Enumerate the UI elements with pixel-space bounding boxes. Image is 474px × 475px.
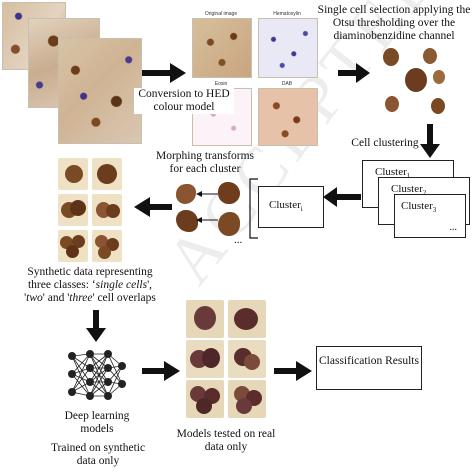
conversion-label: Conversion to HED colour model <box>134 88 234 114</box>
synthetic-label: Synthetic data representing three classe… <box>24 266 156 304</box>
arrow-to-results <box>274 361 312 381</box>
selected-cells <box>375 48 465 120</box>
hed-panel-label-dab: DAB <box>281 81 293 87</box>
arrow-to-test-images <box>142 361 180 381</box>
selected-cell <box>385 96 399 112</box>
cluster-name: Cluster <box>391 183 423 195</box>
selected-cell <box>423 48 437 64</box>
synthetic-label-prefix: Synthetic data representing three classe… <box>27 266 153 291</box>
real-image <box>228 300 266 338</box>
tissue-image-front <box>58 38 142 144</box>
class-three: three <box>69 292 93 304</box>
morphing-label: Morphing transforms for each cluster <box>155 150 255 175</box>
arrow-to-selection <box>338 63 370 83</box>
synthetic-image <box>92 194 122 226</box>
real-image <box>186 340 224 378</box>
hed-panel-hematoxylin <box>258 18 318 78</box>
trained-label: Trained on synthetic data only <box>50 442 146 467</box>
real-image <box>186 300 224 338</box>
selection-label: Single cell selection applying the Otsu … <box>317 4 471 42</box>
cluster-index: 2 <box>423 189 427 197</box>
real-image <box>186 380 224 418</box>
classification-results-label: Classification Results <box>319 355 419 367</box>
cluster-name: Cluster <box>269 199 301 211</box>
cluster-name: Cluster <box>375 166 407 178</box>
arrow-to-cluster-i <box>323 187 361 207</box>
cluster-card-3: Cluster3 ... <box>394 194 466 238</box>
tested-label: Models tested on real data only <box>176 428 276 453</box>
synthetic-image <box>92 158 122 190</box>
synthetic-label-sep2: ' and ' <box>42 292 70 304</box>
cluster-index: i <box>300 205 303 214</box>
morph-arrows <box>196 191 218 223</box>
hed-panel-label-eosin: Eosin <box>214 81 228 87</box>
selected-cell <box>383 48 399 66</box>
selected-cell <box>431 98 445 114</box>
neural-network-icon <box>68 350 126 400</box>
hed-panel-label-original: Original image <box>204 11 238 17</box>
clustering-label: Cell clustering <box>351 137 419 149</box>
cluster-bracket <box>249 178 258 239</box>
synthetic-label-suffix: ' cell overlaps <box>92 292 156 304</box>
morph-cell <box>176 184 196 204</box>
arrow-to-deep-learning <box>86 310 106 342</box>
real-image <box>228 380 266 418</box>
deep-learning-label: Deep learning models <box>64 410 130 435</box>
hed-panel-label-hematoxylin: Hematoxylin <box>273 11 301 17</box>
classification-results-box: Classification Results <box>316 346 422 390</box>
arrow-to-hed <box>142 63 186 83</box>
synthetic-image <box>92 230 122 262</box>
morph-cell <box>218 212 240 236</box>
hed-panel-grid: Original image Hematoxylin Eosin DAB <box>190 10 320 146</box>
synthetic-grid <box>58 158 124 262</box>
synthetic-image <box>58 230 88 262</box>
morph-cell <box>176 210 198 232</box>
cluster-index: 1 <box>407 172 411 180</box>
class-two: two <box>26 292 43 304</box>
morph-cell <box>218 182 240 204</box>
hed-panel-dab <box>258 88 318 146</box>
arrow-to-clustering <box>420 124 440 158</box>
selected-cell <box>405 68 427 92</box>
selected-cell <box>433 70 445 84</box>
hed-panel-original <box>192 18 252 78</box>
morph-ellipsis: ... <box>234 234 243 246</box>
cluster-i-box: Clusteri <box>258 186 324 228</box>
arrow-to-synthetic <box>134 197 172 217</box>
real-image <box>228 340 266 378</box>
real-test-grid <box>186 300 266 418</box>
synthetic-image <box>58 194 88 226</box>
class-single-cells: single cells <box>95 279 148 291</box>
synthetic-image <box>58 158 88 190</box>
cluster-index: 3 <box>432 206 437 215</box>
cluster-name: Cluster <box>401 200 433 212</box>
cluster-ellipsis: ... <box>449 222 458 233</box>
synthetic-label-sep1: ', ' <box>24 279 153 304</box>
